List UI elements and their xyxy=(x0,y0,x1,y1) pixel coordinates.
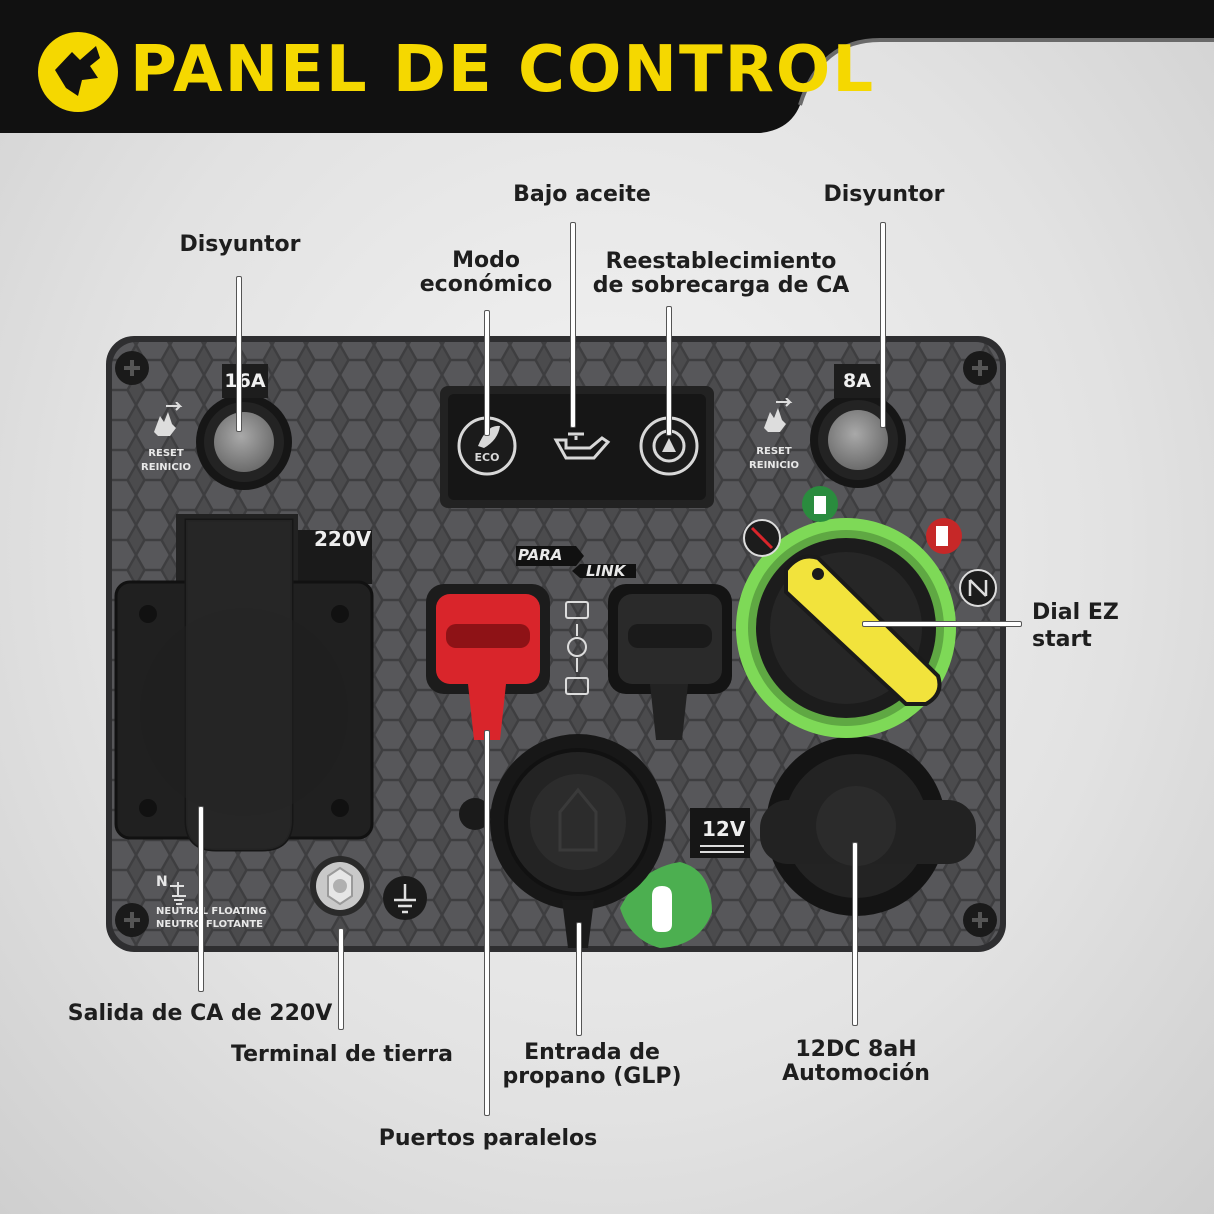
neutral-floating-label-es: NEUTRO FLOTANTE xyxy=(156,919,263,930)
callout-line xyxy=(570,222,576,428)
callout-ac-outlet: Salida de CA de 220V xyxy=(67,1001,333,1026)
neutral-floating-label: NEUTRAL FLOATING xyxy=(156,906,267,917)
callout-breaker-right: Disyuntor xyxy=(823,182,945,207)
callout-breaker-left: Disyuntor xyxy=(179,232,301,257)
brand-logo-icon xyxy=(38,32,118,112)
outlet-voltage-label: 220V xyxy=(314,527,372,551)
reset-label: RESET xyxy=(148,448,184,459)
callout-low-oil: Bajo aceite xyxy=(513,182,651,207)
page-title: PANEL DE CONTROL xyxy=(130,33,876,107)
callout-12v-line1: 12DC 8aH xyxy=(795,1037,917,1062)
callout-line xyxy=(862,621,1022,627)
callout-line xyxy=(576,922,582,1036)
callout-line xyxy=(484,310,490,436)
callout-ground-terminal: Terminal de tierra xyxy=(231,1042,453,1067)
paralink-para: PARA xyxy=(518,546,563,564)
callout-propane-line1: Entrada de xyxy=(524,1040,660,1065)
callout-parallel-ports: Puertos paralelos xyxy=(378,1126,598,1151)
callout-12v-line2: Automoción xyxy=(782,1061,930,1086)
callout-propane-line2: propano (GLP) xyxy=(502,1064,682,1089)
callout-line xyxy=(880,222,886,428)
eco-badge: ECO xyxy=(474,451,500,464)
callout-line xyxy=(666,306,672,436)
callout-line xyxy=(236,276,242,432)
callout-overload-reset-line2: de sobrecarga de CA xyxy=(592,273,850,298)
neutral-symbol: N xyxy=(156,874,168,890)
callout-line xyxy=(484,730,490,1116)
reset-label-es: REINICIO xyxy=(749,460,799,471)
callout-eco-mode-line2: económico xyxy=(419,272,553,297)
header-banner xyxy=(0,0,1214,133)
callout-dial-line1: Dial EZ xyxy=(1032,600,1119,625)
callout-line xyxy=(852,842,858,1026)
reset-label: RESET xyxy=(756,446,792,457)
reset-label-es: REINICIO xyxy=(141,462,191,473)
breaker-right-rating: 8A xyxy=(834,364,880,398)
reset-hand-icon xyxy=(756,397,796,438)
callout-overload-reset-line1: Reestablecimiento xyxy=(605,249,837,274)
dc-voltage-label: 12V xyxy=(702,817,746,841)
callout-dial-line2: start xyxy=(1032,627,1092,652)
callout-eco-mode-line1: Modo xyxy=(452,248,520,273)
breaker-left-rating: 16A xyxy=(222,364,268,398)
reset-hand-icon xyxy=(146,401,186,442)
callout-line xyxy=(198,806,204,992)
paralink-link: LINK xyxy=(586,562,626,580)
callout-line xyxy=(338,928,344,1030)
